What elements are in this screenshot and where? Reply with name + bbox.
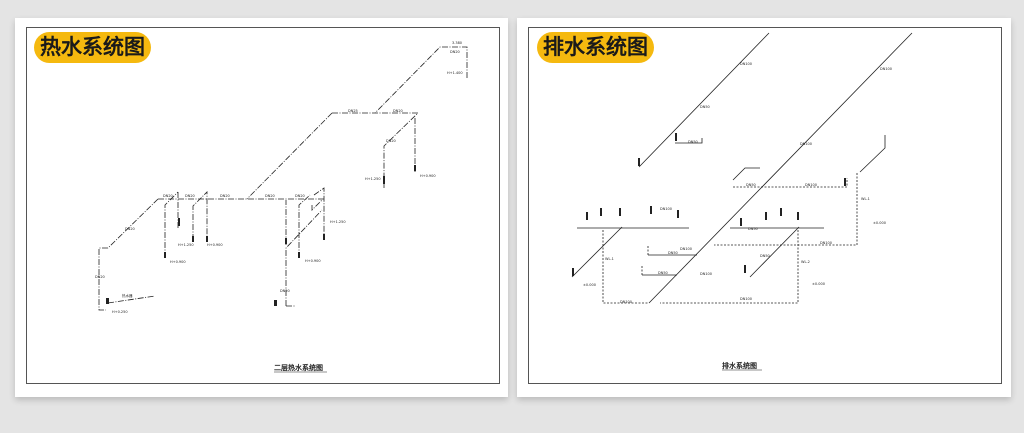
drawing-frame xyxy=(26,27,500,384)
title-badge: 热水系统图 xyxy=(34,32,151,63)
drawing-frame xyxy=(528,27,1002,384)
drainage-system-card: 排水系统图 xyxy=(517,18,1011,397)
title-badge: 排水系统图 xyxy=(537,32,654,63)
hot-water-system-card: 热水系统图 xyxy=(15,18,508,397)
